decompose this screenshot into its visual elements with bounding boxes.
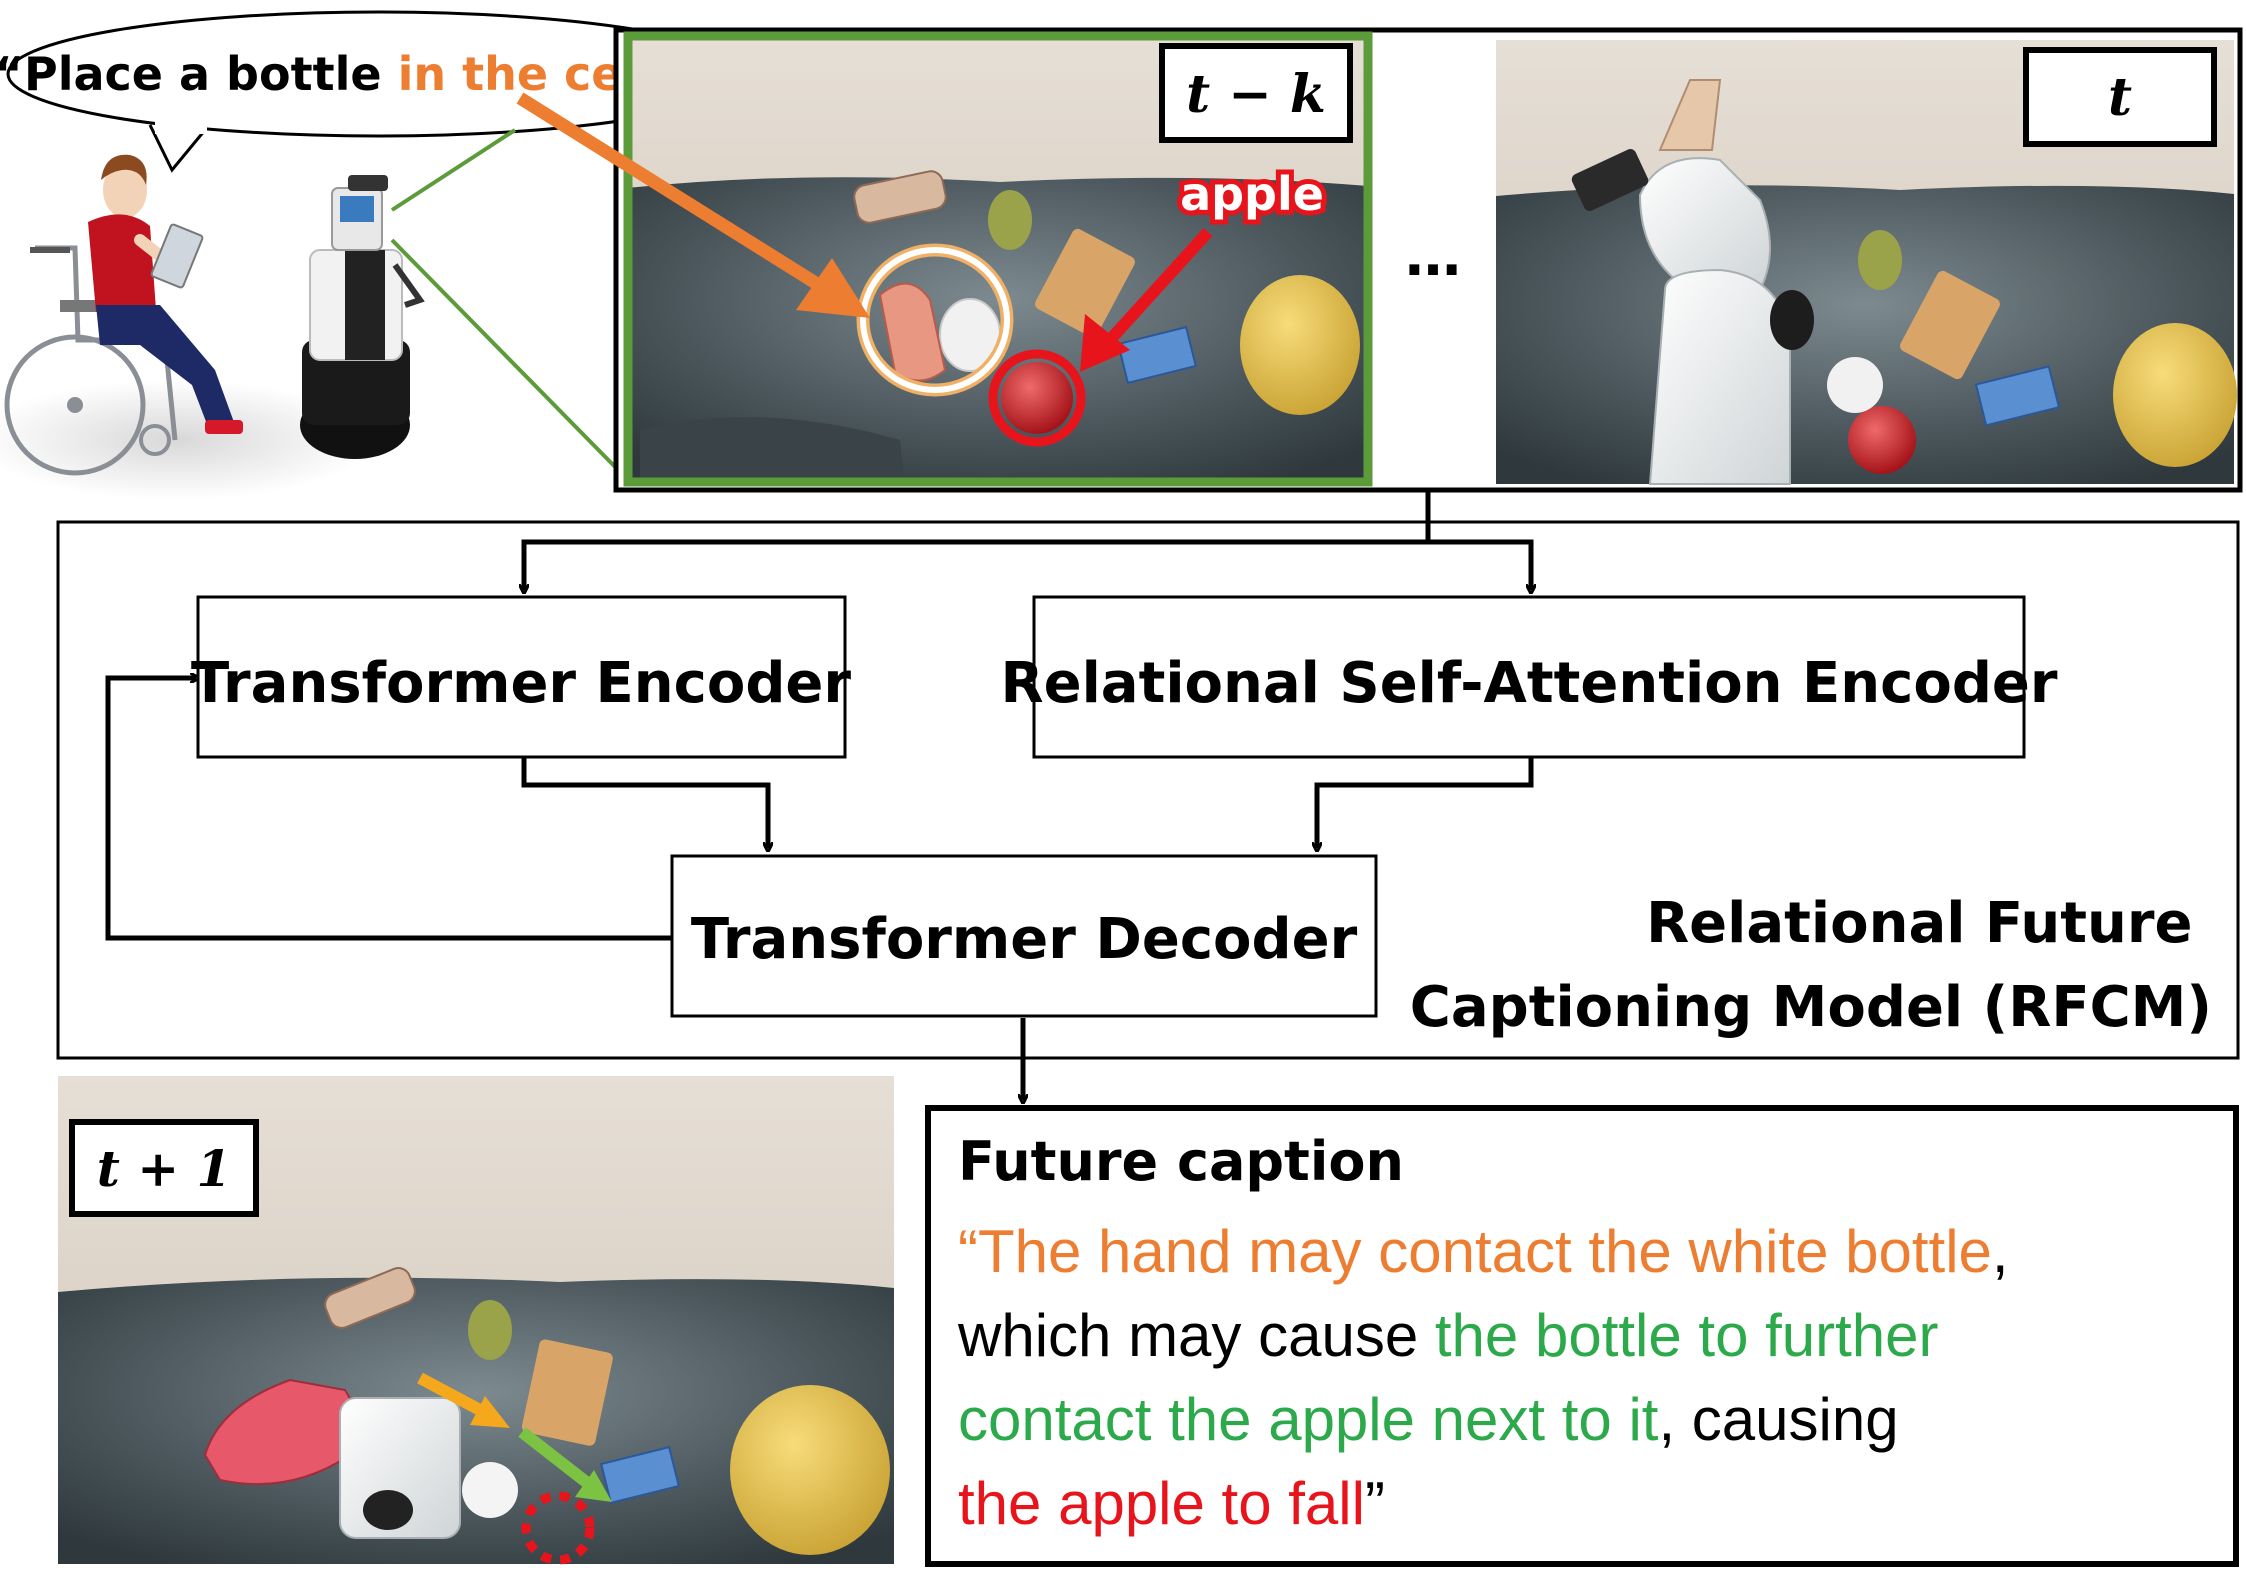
apple-object (1001, 362, 1073, 434)
apple-pointer-arrow (1080, 227, 1213, 372)
caption-segment-orange: The hand may contact the white bottle (978, 1218, 1992, 1285)
caption-segment-green-a: the bottle to further (1435, 1302, 1939, 1369)
transformer-encoder-block: Transformer Encoder (191, 595, 851, 759)
relational-encoder-label: Relational Self-Attention Encoder (1001, 651, 2058, 716)
transformer-decoder-block: Transformer Decoder (670, 854, 1378, 1018)
apple-tag: apple (1180, 167, 1324, 221)
model-name: Relational Future Captioning Model (RFCM… (1410, 891, 2212, 1040)
caption-line-4: the apple to fall” (958, 1470, 1385, 1537)
transformer-encoder-label: Transformer Encoder (191, 651, 851, 716)
motion-arrow-yellow (417, 1372, 510, 1428)
white-bottle-highlight-core (860, 247, 1010, 393)
apple-highlight-circle (988, 349, 1086, 447)
person-icon (88, 154, 243, 434)
frame-ellipsis: … (1405, 224, 1461, 289)
frame-past-label-text: t − k (1186, 64, 1326, 125)
caption-comma: , (1992, 1218, 2009, 1285)
caption-line-2: which may cause the bottle to further (957, 1302, 1939, 1369)
caption-line-3: contact the apple next to it, causing (958, 1386, 1899, 1453)
model-name-line1: Relational Future (1646, 891, 2192, 956)
caption-segment-red: the apple to fall (958, 1470, 1365, 1537)
frame-current-label: t (2023, 47, 2217, 147)
camera-view-lines (390, 128, 630, 482)
frame-future-label-text: t + 1 (97, 1139, 232, 1198)
caption-plain-a: which may cause (957, 1302, 1435, 1369)
caption-plain-b: , causing (1658, 1386, 1898, 1453)
frame-future-label: t + 1 (69, 1119, 259, 1217)
motion-arrow-green (518, 1427, 612, 1502)
caption-segment-green-b: contact the apple next to it (958, 1386, 1659, 1453)
bottle-object (853, 170, 947, 224)
model-name-line2: Captioning Model (RFCM) (1410, 975, 2212, 1040)
frame-current-label-text: t (2108, 67, 2132, 128)
caption-open-quote: “ (958, 1218, 978, 1285)
fall-location-marker (521, 1491, 595, 1565)
instruction-pointer-arrow (516, 92, 870, 318)
blue-pack-object (1116, 325, 1198, 385)
robot-icon (300, 175, 425, 459)
pear-object (988, 190, 1032, 250)
relational-encoder-block: Relational Self-Attention Encoder (1001, 595, 2058, 759)
connector-lines (105, 492, 1531, 1100)
box-object (1035, 228, 1135, 338)
caption-close-quote: ” (1365, 1470, 1385, 1537)
instruction-plain: Place a bottle (24, 47, 398, 101)
robot-hand-object (1638, 157, 1771, 291)
human-robot-illustration (0, 154, 425, 500)
frame-past-label: t − k (1159, 43, 1353, 143)
future-caption-heading: Future caption (958, 1130, 1404, 1193)
caption-line-1: “The hand may contact the white bottle, (958, 1218, 2009, 1285)
yellow-fruit-object (1240, 275, 1360, 415)
future-caption-box: Future caption “The hand may contact the… (925, 1105, 2239, 1567)
instruction-open-quote: “ (0, 47, 24, 101)
wheelchair-icon (4, 245, 178, 476)
transformer-decoder-label: Transformer Decoder (691, 907, 1358, 972)
future-caption-text: “The hand may contact the white bottle , … (957, 1218, 2025, 1537)
